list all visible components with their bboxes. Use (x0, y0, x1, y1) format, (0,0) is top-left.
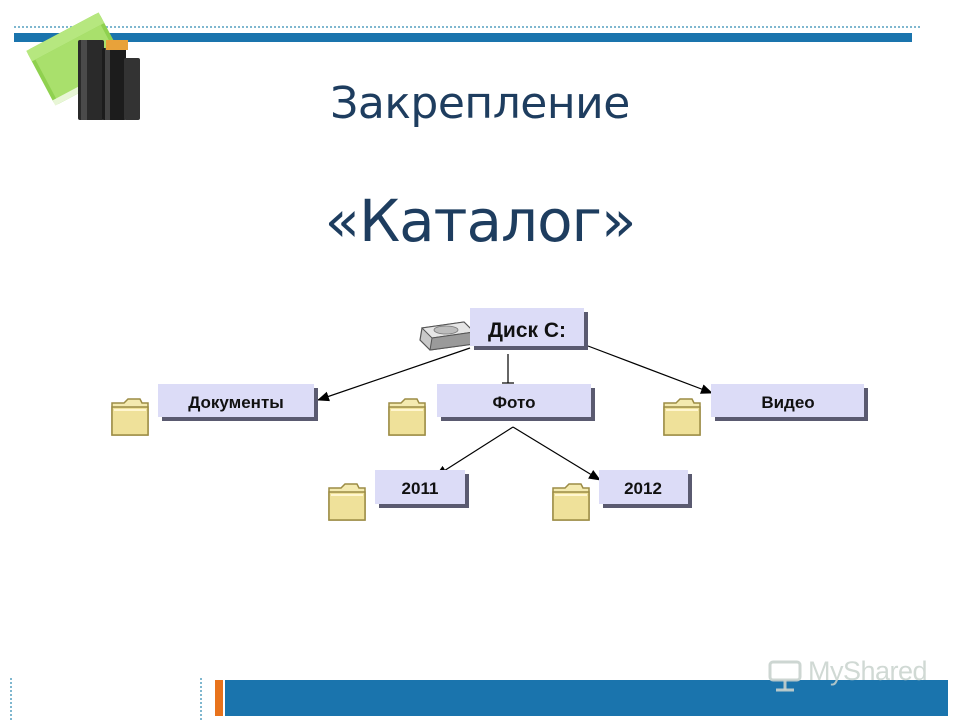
books-icon (26, 12, 140, 120)
folder-icon-video (663, 398, 701, 436)
top-dotted-line (14, 26, 920, 28)
top-accent-bar (14, 33, 912, 42)
node-root-label: Диск С: (488, 319, 566, 342)
folder-icon-2012 (552, 483, 590, 521)
bottom-blue-bar (225, 680, 948, 716)
folder-icon-documents (111, 398, 149, 436)
node-2012: 2012 (599, 470, 692, 508)
node-2011-label: 2011 (402, 479, 439, 498)
connector-root-documents (317, 347, 471, 402)
bottom-orange-accent (215, 680, 223, 716)
disk-drive-icon (419, 321, 476, 351)
node-2012-label: 2012 (624, 479, 662, 498)
node-documents-label: Документы (188, 393, 284, 412)
node-video-label: Видео (761, 393, 814, 412)
slide-title: «Каталог» (324, 187, 636, 255)
node-video: Видео (711, 384, 868, 421)
node-foto: Фото (437, 384, 595, 421)
connector-foto-2011 (435, 426, 514, 477)
node-root: Диск С: (470, 308, 588, 350)
watermark-text: MyShared (808, 656, 928, 686)
bottom-dotted-line-right (200, 678, 202, 720)
connector-root-video (587, 345, 713, 394)
folder-icon-2011 (328, 483, 366, 521)
node-foto-label: Фото (493, 393, 536, 412)
watermark-icon (768, 660, 802, 692)
node-2011: 2011 (375, 470, 469, 508)
slide-subtitle: Закрепление (330, 78, 630, 129)
tree-connectors (317, 345, 713, 481)
node-documents: Документы (158, 384, 318, 421)
bottom-dotted-line-left (10, 678, 12, 720)
folder-icon-foto (388, 398, 426, 436)
connector-foto-2012 (512, 426, 601, 481)
